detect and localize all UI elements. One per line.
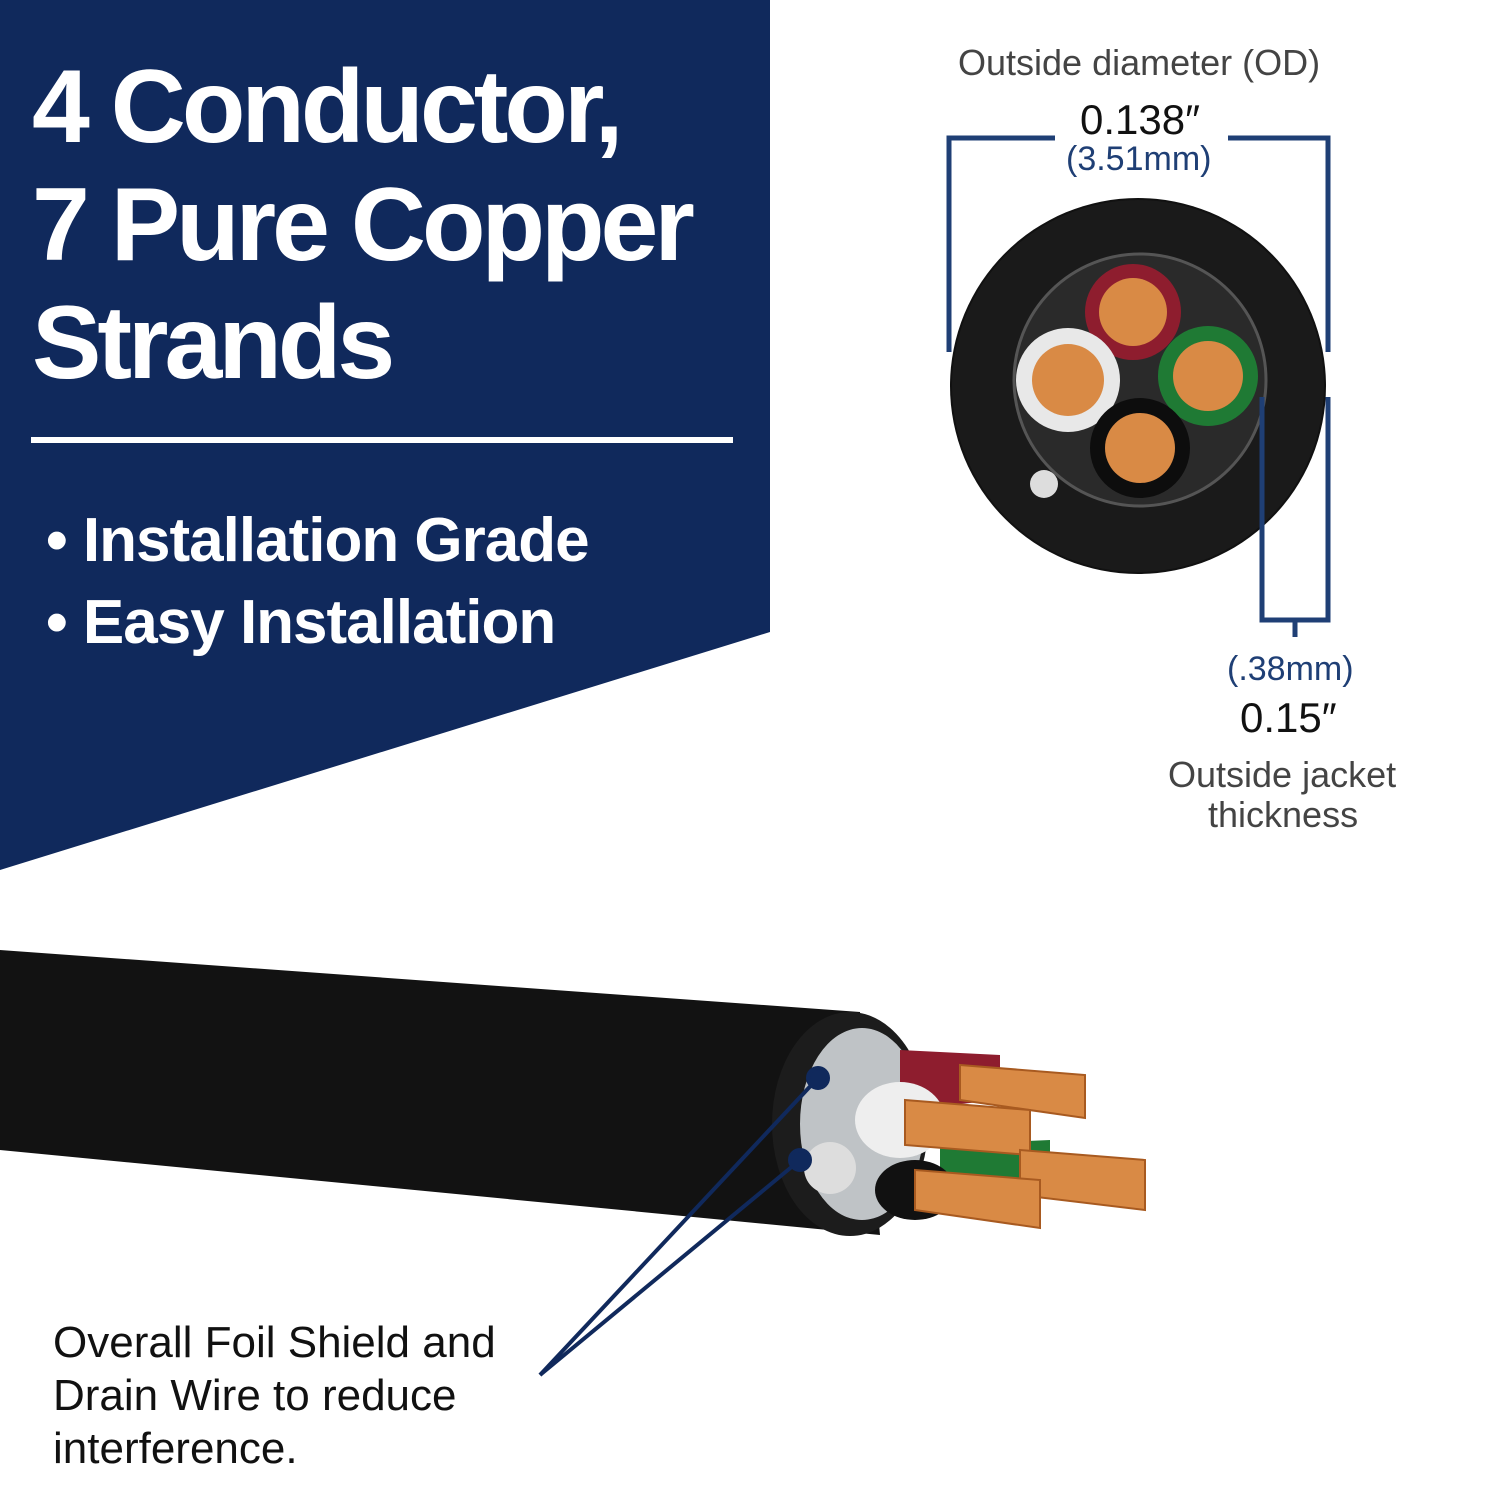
headline: 4 Conductor, 7 Pure Copper Strands	[32, 48, 695, 402]
callout-line: interference.	[53, 1424, 298, 1473]
jacket-inches: 0.15″	[1240, 694, 1337, 741]
jacket-mm: (.38mm)	[1227, 650, 1354, 688]
feature-list: • Installation Grade • Easy Installation	[46, 500, 590, 664]
headline-line: 7 Pure Copper	[32, 167, 695, 283]
cable-side-view	[0, 950, 1146, 1236]
blue-title-panel	[0, 0, 770, 870]
callout-line: Drain Wire to reduce	[53, 1371, 457, 1420]
jacket-bracket	[1259, 397, 1331, 637]
od-bracket	[946, 135, 1331, 352]
jacket-label-line2: thickness	[1208, 794, 1359, 835]
divider	[31, 437, 733, 443]
od-mm: (3.51mm)	[1066, 140, 1212, 178]
callout-line: Overall Foil Shield and	[53, 1318, 496, 1367]
feature-item: • Installation Grade	[46, 506, 590, 575]
headline-line: 4 Conductor,	[32, 49, 624, 165]
od-inches: 0.138″	[1080, 96, 1200, 143]
callout-pointer	[538, 1066, 830, 1377]
cable-cross-section	[950, 198, 1326, 574]
od-label: Outside diameter (OD)	[958, 42, 1321, 83]
headline-line: Strands	[32, 285, 395, 401]
feature-item: • Easy Installation	[46, 588, 556, 657]
drain-wire	[1030, 470, 1058, 498]
jacket-label-line1: Outside jacket	[1168, 754, 1397, 795]
shield-callout: Overall Foil Shield and Drain Wire to re…	[53, 1316, 496, 1475]
